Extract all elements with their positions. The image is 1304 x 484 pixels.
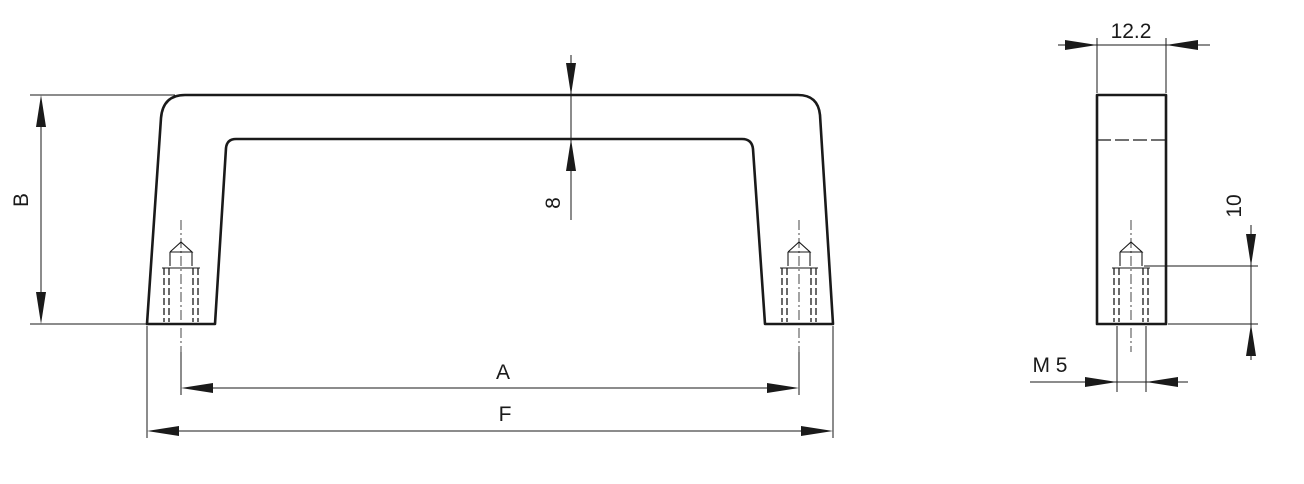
dimension-m5-label: M 5 [1032,354,1067,377]
dimension-f-label: F [499,403,512,426]
front-view: B 8 A F [10,55,835,438]
right-threaded-insert [780,220,818,352]
dimension-f: F [146,326,834,438]
dimension-a: A [180,352,800,395]
dimension-10: 10 [1144,194,1258,360]
side-view-outline [1095,93,1168,326]
dimension-8: 8 [542,55,576,220]
handle-outline [145,93,835,326]
dimension-12-2: 12.2 [1058,20,1210,93]
dimension-a-label: A [496,361,510,384]
dimension-b-label: B [10,193,33,207]
dimension-8-label: 8 [542,197,565,209]
left-threaded-insert [162,220,200,352]
dimension-10-label: 10 [1223,194,1246,217]
dimension-m5: M 5 [1030,326,1188,392]
dimension-12-2-label: 12.2 [1111,20,1152,43]
side-view: 12.2 10 M 5 [1030,20,1258,392]
dimension-b: B [10,94,175,325]
side-threaded-insert [1112,220,1150,352]
